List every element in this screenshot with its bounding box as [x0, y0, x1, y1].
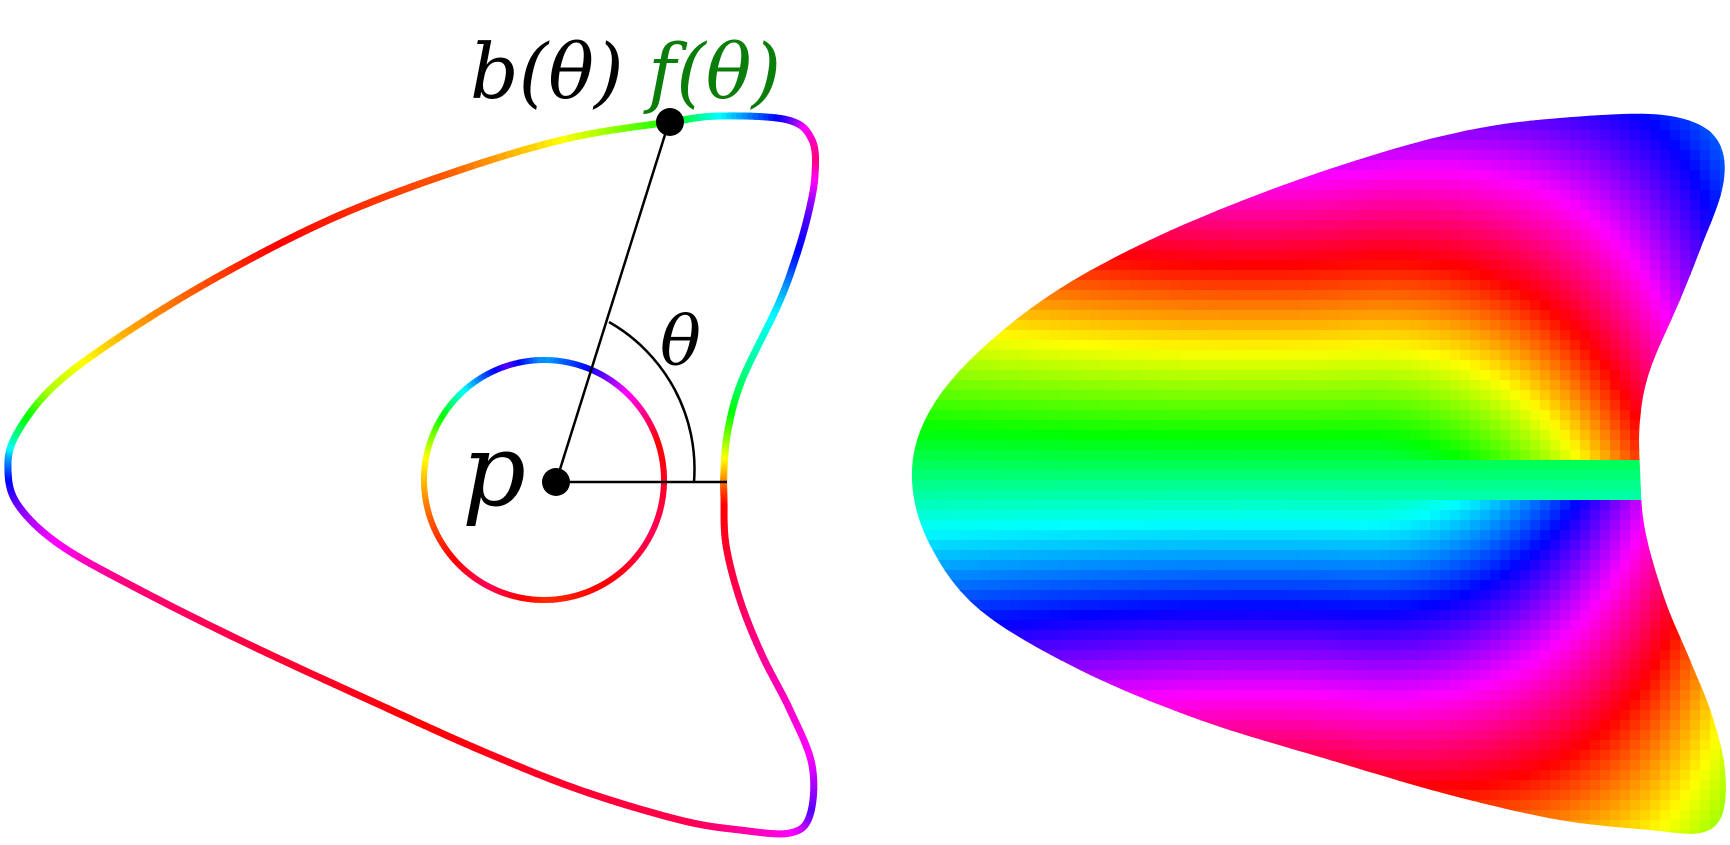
- point-p: [542, 468, 570, 496]
- label-b-theta: b(θ): [470, 27, 624, 116]
- harmonic-color-field: [911, 113, 1726, 834]
- inner-circle: [421, 357, 667, 603]
- ray-to-boundary: [554, 121, 671, 483]
- label-p: p: [462, 412, 526, 529]
- label-theta: θ: [660, 303, 701, 382]
- point-boundary-b: [656, 108, 684, 136]
- label-f-theta: f(θ): [643, 27, 781, 116]
- angle-arc: [608, 320, 696, 483]
- boundary-curve: [4, 112, 820, 838]
